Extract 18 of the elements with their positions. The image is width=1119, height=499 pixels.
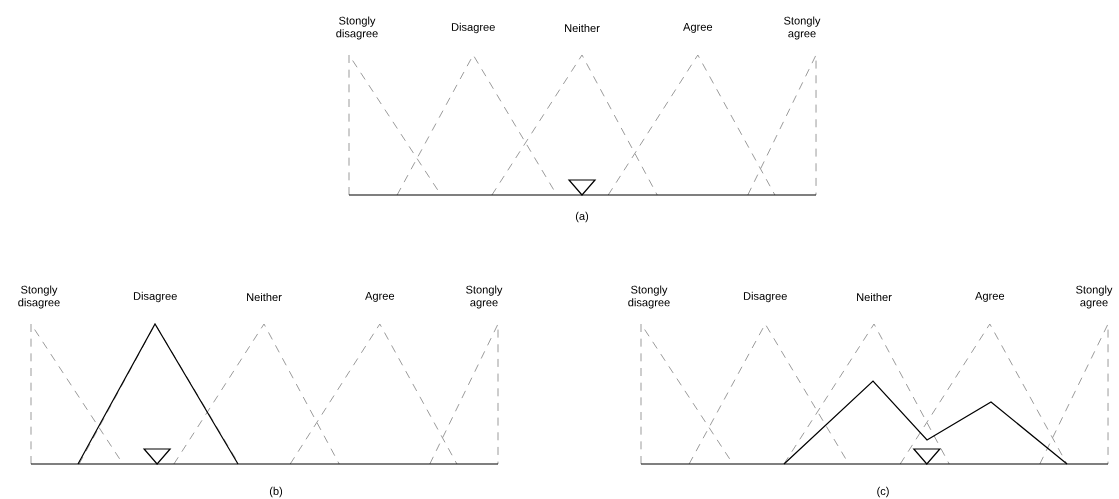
scale-label: Agree <box>683 23 713 33</box>
scale-label: Stongly agree <box>466 285 503 309</box>
scale-label: Disagree <box>743 291 787 303</box>
panel-caption: (c) <box>877 486 889 498</box>
scale-label: Stongly agree <box>1076 285 1113 309</box>
scale-label: Stongly agree <box>784 16 821 40</box>
scale-label: Disagree <box>133 291 177 303</box>
scale-label: Neither <box>247 292 282 302</box>
scale-label: Disagree <box>451 22 495 34</box>
scale-label: Stongly disagree <box>628 285 670 309</box>
scale-label: Agree <box>975 292 1005 302</box>
scale-label: Agree <box>365 292 395 302</box>
panel-caption: (a) <box>575 211 589 223</box>
panel-caption: (b) <box>269 486 283 498</box>
scale-label: Neither <box>857 292 892 302</box>
scale-label: Neither <box>565 23 600 33</box>
scale-label: Stongly disagree <box>18 285 60 309</box>
scale-label: Stongly disagree <box>336 16 378 40</box>
